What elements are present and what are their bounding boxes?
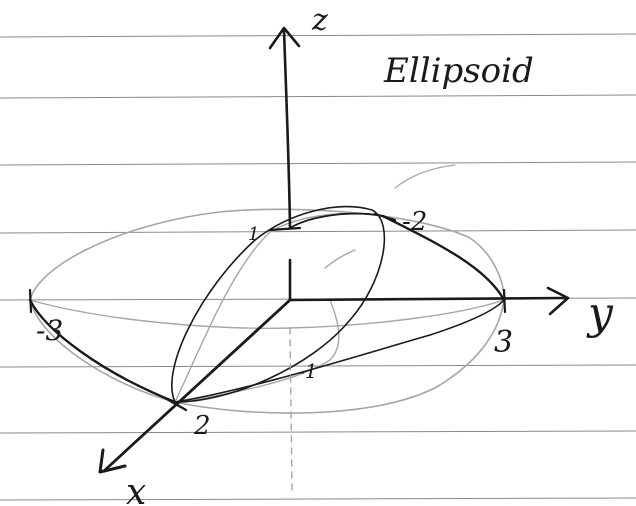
tick-label-y-3: 3 <box>494 325 513 360</box>
xy-trace-back <box>29 208 505 301</box>
diagonal-trace <box>174 299 505 403</box>
title: Ellipsoid <box>383 51 534 91</box>
z-axis-label: z <box>311 3 328 38</box>
coordinate-axes <box>98 26 570 491</box>
tick-label-z-neg1: -1 <box>298 359 317 383</box>
z-axis <box>282 28 292 302</box>
y-axis-arrowhead <box>546 286 570 316</box>
hidden-trace-lines <box>29 164 505 414</box>
xz-trace-lower <box>174 299 340 403</box>
y-axis-label: y <box>586 288 614 339</box>
xy-trace-right <box>381 214 506 302</box>
negative-z-axis <box>289 327 293 491</box>
x-axis <box>103 298 292 472</box>
tick-y-neg3 <box>28 288 33 314</box>
x-axis-arrowhead <box>98 448 127 474</box>
stray-stroke <box>324 249 356 269</box>
tick-marks <box>28 212 507 412</box>
xy-trace-left <box>28 298 177 404</box>
yz-trace-lower <box>29 299 505 329</box>
tick-x-2 <box>163 396 188 412</box>
xz-trace-front <box>171 205 386 403</box>
yz-trace-upper <box>289 212 384 229</box>
stray-arc <box>394 164 456 189</box>
z-axis-arrowhead <box>268 26 301 50</box>
xy-trace-front-faint <box>29 299 505 414</box>
notebook-ruled-lines <box>0 33 636 501</box>
tick-y-3 <box>502 288 507 314</box>
labels: Ellipsoid z y x 1 -1 3 -3 2 -2 <box>36 3 614 506</box>
tick-label-y-neg3: -3 <box>36 314 63 347</box>
tick-label-x-2: 2 <box>193 411 211 441</box>
x-axis-label: x <box>126 472 146 506</box>
tick-label-x-neg2: -2 <box>402 207 427 237</box>
tick-label-z-1: 1 <box>248 224 259 245</box>
tick-x-neg2 <box>373 212 397 222</box>
y-axis <box>288 296 567 302</box>
tick-z-1 <box>268 226 302 232</box>
